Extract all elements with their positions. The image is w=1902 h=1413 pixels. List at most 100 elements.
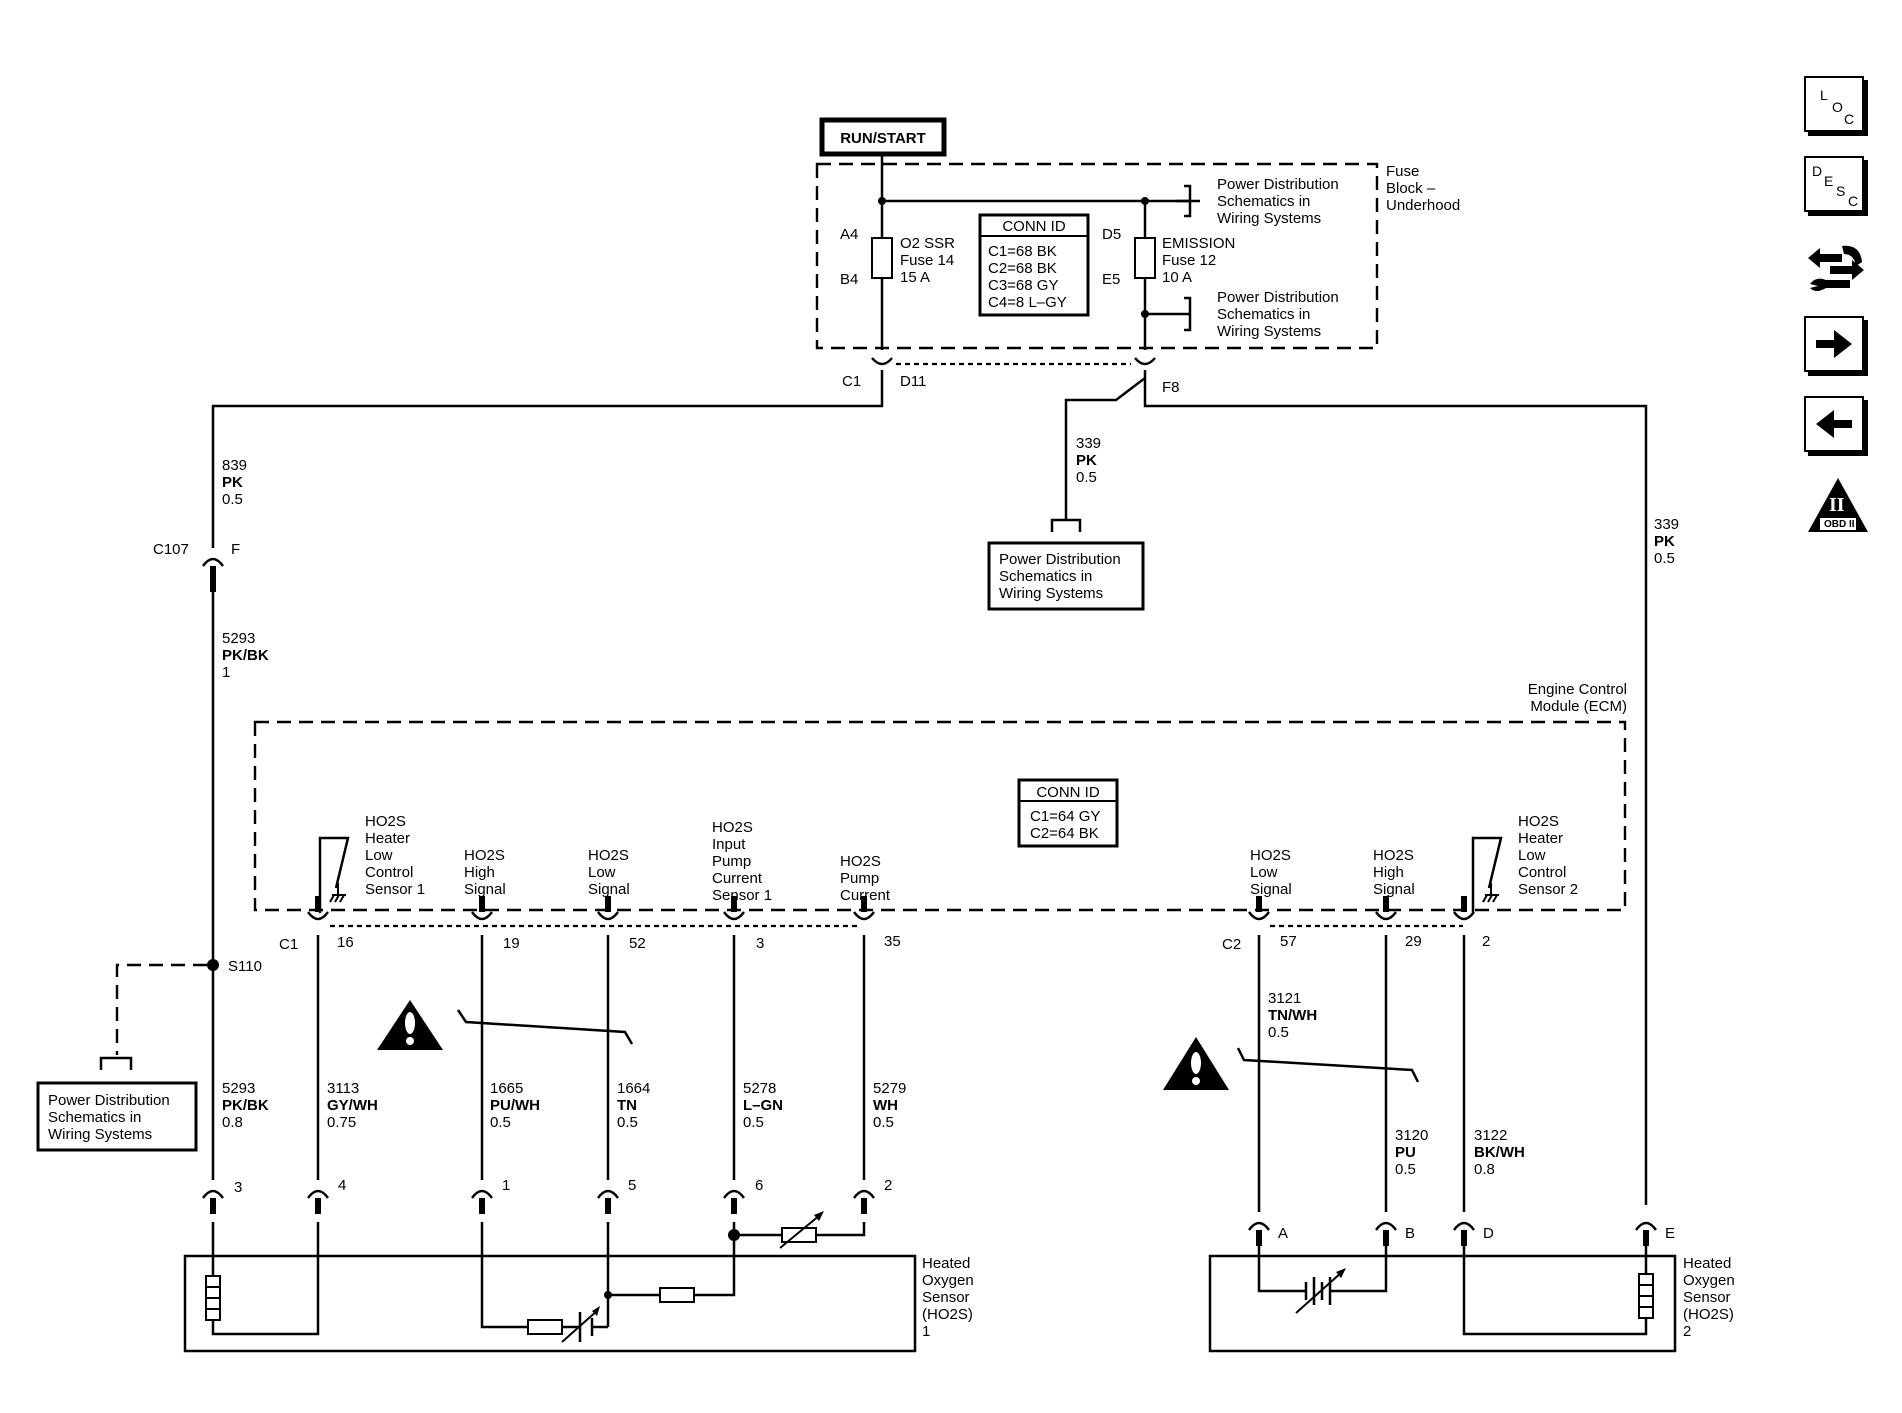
connector-cavity <box>1248 1221 1270 1231</box>
sensor1-pin-4: 4 <box>338 1177 346 1194</box>
connector-cavity <box>723 1189 745 1199</box>
connector-cavity <box>853 1189 875 1199</box>
fuse-block-pin-f8: F8 <box>1162 379 1180 396</box>
fuse-block-conn-id-title: CONN ID <box>1002 218 1066 235</box>
fuse-emission-top-pin: D5 <box>1102 226 1121 243</box>
connector-cavity <box>307 1189 329 1199</box>
previous-page-button[interactable] <box>1804 396 1864 452</box>
connector-cavity <box>853 911 875 921</box>
heated-oxygen-sensor-2 <box>1208 1254 1677 1353</box>
next-page-button[interactable] <box>1804 316 1864 372</box>
fuse-block-conn-id-box <box>978 213 1090 317</box>
fuse-o2-ssr-bottom-pin: B4 <box>840 271 858 288</box>
ecm-conn-id-title: CONN ID <box>1036 784 1100 801</box>
splice-s110 <box>207 959 219 971</box>
sensor2-pin-b: B <box>1405 1225 1415 1242</box>
sensor2-pin-d: D <box>1483 1225 1494 1242</box>
ecm-pin-29: 29 <box>1405 933 1422 950</box>
sensor1-pin-3: 3 <box>234 1179 242 1196</box>
sensor2-pin-a: A <box>1278 1225 1288 1242</box>
ecm-connector-c2: C2 <box>1222 936 1241 953</box>
run-start-label: RUN/START <box>840 130 926 147</box>
obd-ii-label: OBD II <box>1824 519 1855 530</box>
sensor1-pin-5: 5 <box>628 1177 636 1194</box>
ecm-pin-35: 35 <box>884 933 901 950</box>
connector-cavity <box>1248 911 1270 921</box>
loc-letter-o: O <box>1832 99 1843 115</box>
connector-cavity <box>1453 911 1475 921</box>
ecm-pin-52: 52 <box>629 935 646 952</box>
fuse-o2-ssr <box>871 237 893 279</box>
fuse-block-underhood <box>815 162 1379 350</box>
connector-cavity <box>202 1189 224 1199</box>
fuse-block-connector-c1: C1 <box>842 373 861 390</box>
obd-ii-button[interactable]: II OBD II <box>1806 476 1870 534</box>
description-button[interactable]: D E S C <box>1804 156 1864 212</box>
loc-letter-c: C <box>1844 111 1855 127</box>
obd-ii-numeral: II <box>1829 494 1845 516</box>
connector-cavity <box>1375 1221 1397 1231</box>
ecm-pin-3: 3 <box>756 935 764 952</box>
fuse-emission-bottom-pin: E5 <box>1102 271 1120 288</box>
arrow-left-icon <box>1816 410 1852 438</box>
sensor1-pin-1: 1 <box>502 1177 510 1194</box>
desc-letter-c: C <box>1848 193 1859 209</box>
obd-ii-icon <box>1808 478 1868 532</box>
power-distribution-ref-left-box[interactable] <box>36 1081 198 1152</box>
fuse-o2-ssr-top-pin: A4 <box>840 226 858 243</box>
connector-cavity <box>597 911 619 921</box>
location-button[interactable]: L O C <box>1804 76 1864 132</box>
connector-cavity <box>1375 911 1397 921</box>
sensor1-pin-6: 6 <box>755 1177 763 1194</box>
desc-letter-s: S <box>1836 183 1846 199</box>
connector-wrench-icon[interactable] <box>1804 240 1868 298</box>
connector-cavity <box>723 911 745 921</box>
fuse-block-pin-d11: D11 <box>900 373 926 390</box>
loc-letter-l: L <box>1820 87 1828 103</box>
engine-control-module <box>253 720 1627 912</box>
splice-s110-label: S110 <box>228 958 262 975</box>
power-distribution-ref-center-box[interactable] <box>987 541 1145 611</box>
arrow-right-icon <box>1816 330 1852 358</box>
connector-cavity <box>307 911 329 921</box>
connector-cavity <box>597 1189 619 1199</box>
connector-cavity <box>1635 1221 1657 1231</box>
heated-oxygen-sensor-1 <box>183 1254 917 1353</box>
sensor1-pin-2: 2 <box>884 1177 892 1194</box>
ecm-pin-16: 16 <box>337 934 354 951</box>
ecm-conn-id-box <box>1017 778 1119 848</box>
sensor2-pin-e: E <box>1665 1225 1675 1242</box>
ecm-connector-c1: C1 <box>279 936 298 953</box>
desc-letter-d: D <box>1812 163 1823 179</box>
connector-cavity <box>471 911 493 921</box>
